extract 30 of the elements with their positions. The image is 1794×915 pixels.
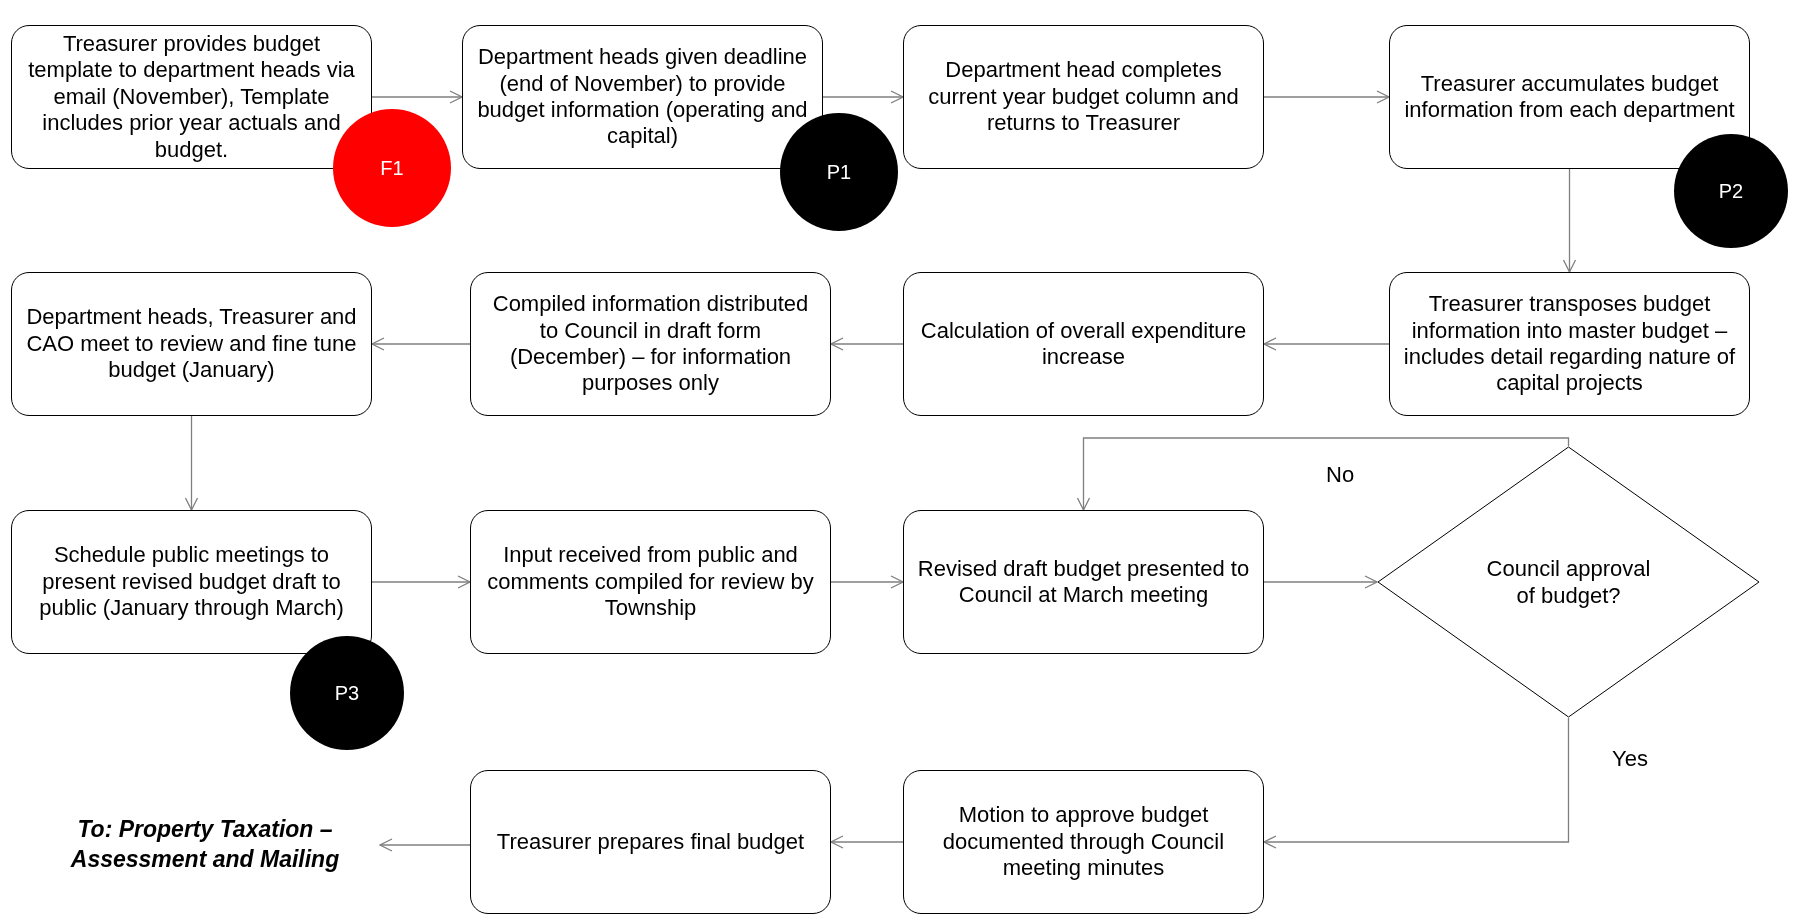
arrow bbox=[371, 90, 463, 104]
arrow bbox=[1076, 437, 1570, 511]
process-box: Department head completes current year budget column and returns to Treasurer bbox=[903, 25, 1264, 169]
off-page-reference: To: Property Taxation – Assessment and Mailing bbox=[30, 805, 380, 885]
decision-text: Council approval of budget? bbox=[1485, 554, 1652, 610]
arrow bbox=[371, 575, 471, 589]
process-box: Schedule public meetings to present revised budget draft to public (January through March) bbox=[11, 510, 372, 654]
process-box: Treasurer provides budget template to department heads via email (November), Template includes prior year actuals and budget. bbox=[11, 25, 372, 169]
arrow bbox=[371, 337, 471, 351]
arrow bbox=[1263, 575, 1378, 589]
process-box: Treasurer prepares final budget bbox=[470, 770, 831, 914]
arrow bbox=[830, 835, 904, 849]
process-box: Department heads, Treasurer and CAO meet to review and fine tune budget (January) bbox=[11, 272, 372, 416]
process-box: Treasurer accumulates budget information from each department bbox=[1389, 25, 1750, 169]
arrow bbox=[822, 90, 904, 104]
arrow bbox=[184, 415, 199, 511]
process-box: Department heads given deadline (end of November) to provide budget information (operating and capital) bbox=[462, 25, 823, 169]
arrow bbox=[1263, 90, 1390, 104]
arrow bbox=[830, 337, 904, 351]
process-box: Revised draft budget presented to Council at March meeting bbox=[903, 510, 1264, 654]
arrow bbox=[1263, 717, 1570, 849]
process-box: Input received from public and comments compiled for review by Township bbox=[470, 510, 831, 654]
process-box: Motion to approve budget documented through Council meeting minutes bbox=[903, 770, 1264, 914]
process-box: Calculation of overall expenditure increase bbox=[903, 272, 1264, 416]
arrow bbox=[379, 838, 471, 852]
process-box: Compiled information distributed to Council in draft form (December) – for information purposes only bbox=[470, 272, 831, 416]
process-box: Treasurer transposes budget information into master budget – includes detail regarding nature of capital projects bbox=[1389, 272, 1750, 416]
arrow bbox=[830, 575, 904, 589]
arrow bbox=[1562, 168, 1577, 273]
arrow bbox=[1263, 337, 1390, 351]
